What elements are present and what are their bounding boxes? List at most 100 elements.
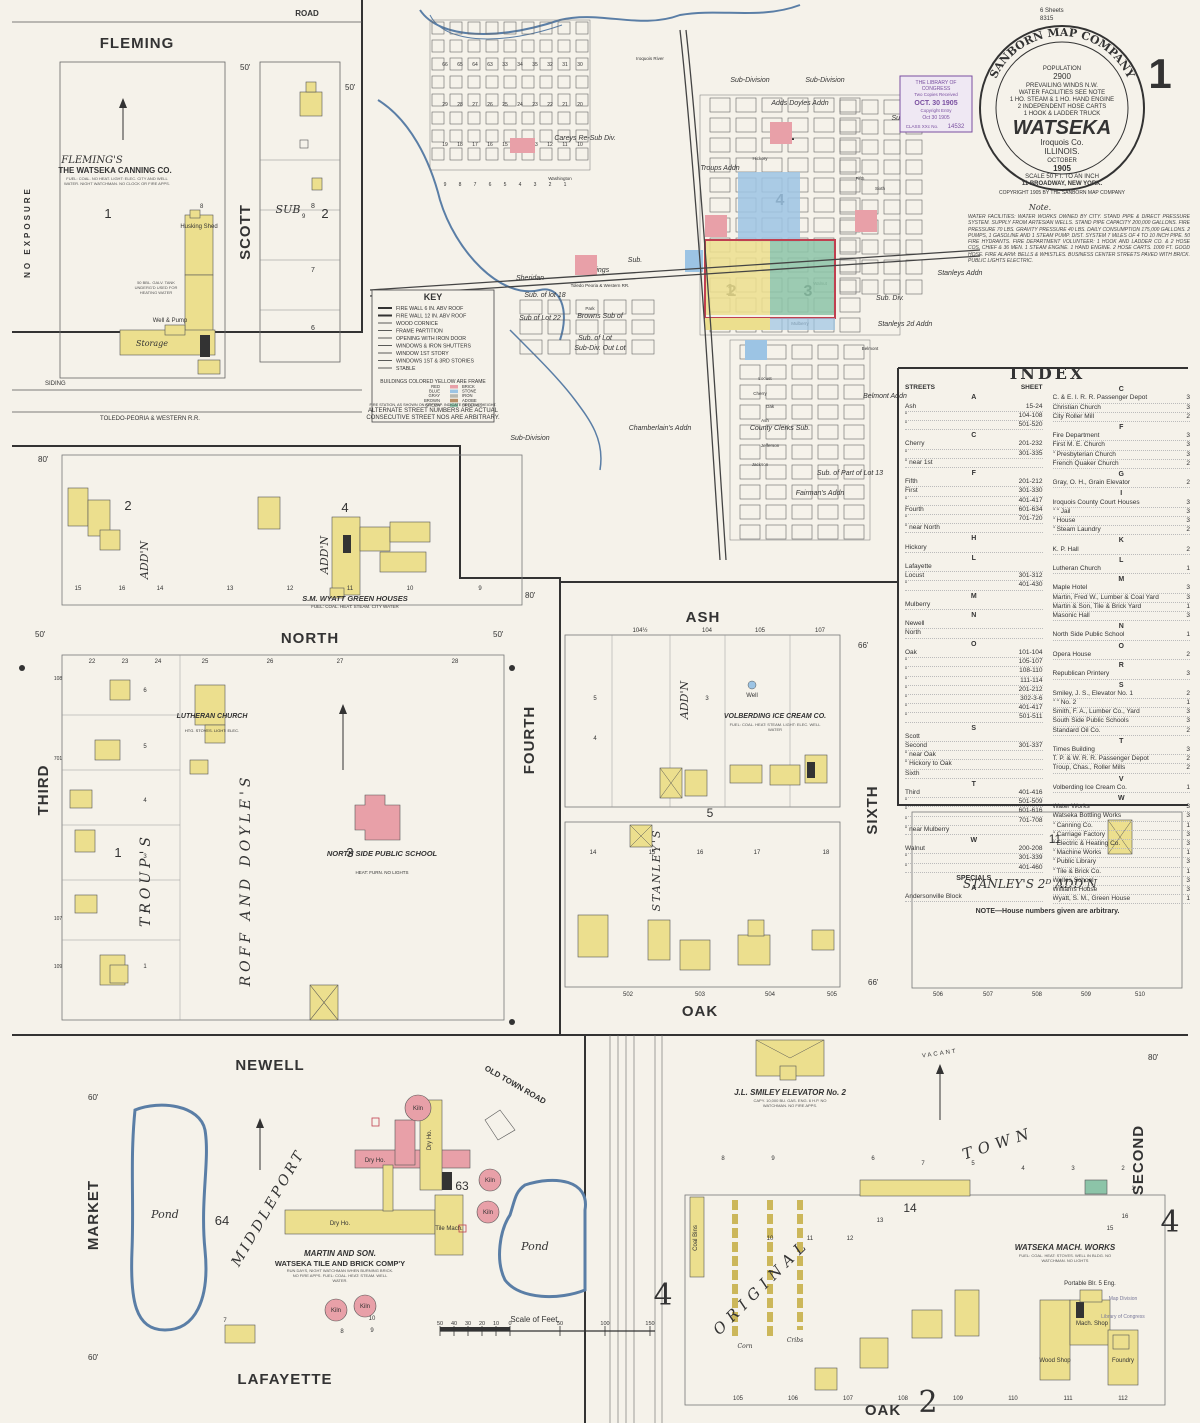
south-block-1-2 (791, 364, 813, 380)
wyatt-lot-1: 16 (119, 586, 126, 592)
seal-winds: PREVAILING WINDS N.W. (1026, 83, 1098, 89)
canning-name: THE WATSEKA CANNING CO. (58, 166, 171, 175)
keymap-block-24: 15 (502, 142, 508, 148)
keymap-block-38: 1 (564, 182, 567, 188)
index-special-entry-name-12: Iroquois County Court Houses (1052, 498, 1140, 506)
index-special-entry-value-22: 3 (1186, 593, 1190, 601)
nw-block-3-8 (575, 75, 589, 89)
keymap-label-17: Fairman's Addn (796, 490, 845, 497)
index-street-entry-value-11: 401-417 (1018, 496, 1043, 504)
keymap-block-10: 29 (442, 102, 448, 108)
index-special-entry-name-28: Opera House (1052, 650, 1092, 658)
ash-lot-bottom-3: 505 (827, 992, 838, 998)
wyatt-dist-right: 80' (525, 591, 536, 600)
keymap-block-0: 66 (442, 62, 448, 68)
index-special-entry-value-32: 2 (1186, 689, 1190, 697)
elevator-lot-10: 15 (1107, 1226, 1114, 1232)
wyatt-lot-5: 11 (347, 586, 354, 592)
east-block-8-2 (883, 259, 901, 275)
nw-block-4-2 (467, 93, 481, 107)
index-special-entry-value-26: 1 (1186, 631, 1190, 639)
index-note: NOTE—House numbers given are arbitrary. (975, 908, 1120, 916)
sheet-ref-2-bottom: 2 (918, 1385, 937, 1420)
elevator-dist: 80' (1148, 1053, 1159, 1062)
wyatt-lot-3: 13 (227, 586, 234, 592)
seal-population-label: POPULATION (1043, 66, 1081, 72)
key-swatch-2 (450, 394, 458, 398)
index-street-entry-value-31: 201-212 (1018, 685, 1043, 693)
index-special-entry-name-7: " Presbyterian Church (1052, 450, 1116, 458)
south-block-0-2 (791, 344, 813, 360)
index-special-entry-name-5: Fire Department (1052, 432, 1100, 440)
school-lot-8: 5 (143, 744, 147, 750)
west-block-1-0 (519, 319, 543, 335)
nw-block-4-7 (557, 93, 571, 107)
index-special-entry-value-54: 1 (1186, 895, 1190, 903)
scott-sub-label: SUB (276, 203, 301, 216)
south-block-9-1 (765, 524, 787, 540)
index-street-entry-name-27: Oak (905, 648, 917, 656)
elevator-lot-2: 6 (871, 1156, 875, 1162)
street-no-exposure: NO EXPOSURE (23, 186, 32, 278)
keymap-block-20: 19 (442, 142, 448, 148)
nw-block-3-0 (431, 75, 445, 89)
index-special-entry-value-44: 3 (1186, 803, 1190, 811)
nw-block-0-7 (557, 21, 571, 35)
keymap-label-10: Browns Sub of (577, 313, 624, 320)
index-street-entry-value-29: 108-110 (1019, 667, 1043, 675)
tile-kiln-5: Kiln (360, 1304, 370, 1310)
keymap-label-11: Stanleys Addn (938, 270, 983, 277)
index-street-entry-name-49: " (905, 854, 908, 862)
mach-lot-6: 111 (1063, 1396, 1073, 1402)
street-siding: SIDING (45, 381, 66, 387)
south-block-4-3 (817, 424, 839, 440)
keymap-block-3: 63 (487, 62, 493, 68)
index-street-entry-name-31: " (905, 685, 908, 693)
keymap-street-9: Locust (758, 376, 772, 381)
index-special-entry-name-44: Water Works (1052, 803, 1090, 811)
index-streets-header: STREETS (905, 384, 935, 392)
tile-kiln-3: Kiln (483, 1210, 493, 1216)
index-street-entry-14: " near North (905, 524, 1043, 534)
index-street-entry-name-9: Fifth (905, 478, 918, 486)
key-color-mat-1: STONE (462, 389, 477, 394)
index-special-entry-name-1: C. & E. I. R. R. Passenger Depot (1052, 394, 1148, 402)
east-block-0-1 (861, 99, 879, 115)
south-block-2-0 (739, 384, 761, 400)
west-block-0-2 (575, 299, 599, 315)
nw-block-2-3 (485, 57, 499, 71)
south-block-7-0 (739, 484, 761, 500)
index-special-entry-value-33: 1 (1186, 698, 1190, 706)
index-special-entry-name-40: Troup, Chas., Roller Mills (1052, 764, 1126, 772)
east-block-7-2 (883, 239, 901, 255)
index-special-entry-value-45: 3 (1186, 812, 1190, 820)
nw-block-3-7 (557, 75, 571, 89)
south-block-1-0 (739, 364, 761, 380)
south-block-0-3 (817, 344, 839, 360)
seal-state: ILLINOIS. (1044, 147, 1079, 156)
elevator-lot-6: 3 (1071, 1166, 1075, 1172)
index-street-entry-6: "301-335 (905, 450, 1043, 459)
stamp-line3: Two Copies Received (914, 92, 958, 97)
index-special-entry-value-15: 2 (1186, 526, 1190, 534)
index-special-entry-name-2: Christian Church (1052, 403, 1101, 411)
tile-block-left: 64 (215, 1213, 229, 1228)
ash-lot-top-1: 104 (702, 628, 713, 634)
keymap-block-5: 34 (517, 62, 523, 68)
elevator-lot-4: 5 (971, 1161, 975, 1167)
index-special-entry-name-15: " Steam Laundry (1052, 526, 1101, 534)
index-special-entry-48: " Electric & Heating Co.3 (1052, 840, 1190, 850)
west-block-0-3 (603, 299, 627, 315)
sheet-3-area (770, 240, 835, 315)
index-special-entry-15: " Steam Laundry 2 (1052, 526, 1190, 536)
keymap-street-12: Washington (548, 176, 572, 181)
stamp-bottom-line2: Library of Congress (1101, 1314, 1145, 1320)
